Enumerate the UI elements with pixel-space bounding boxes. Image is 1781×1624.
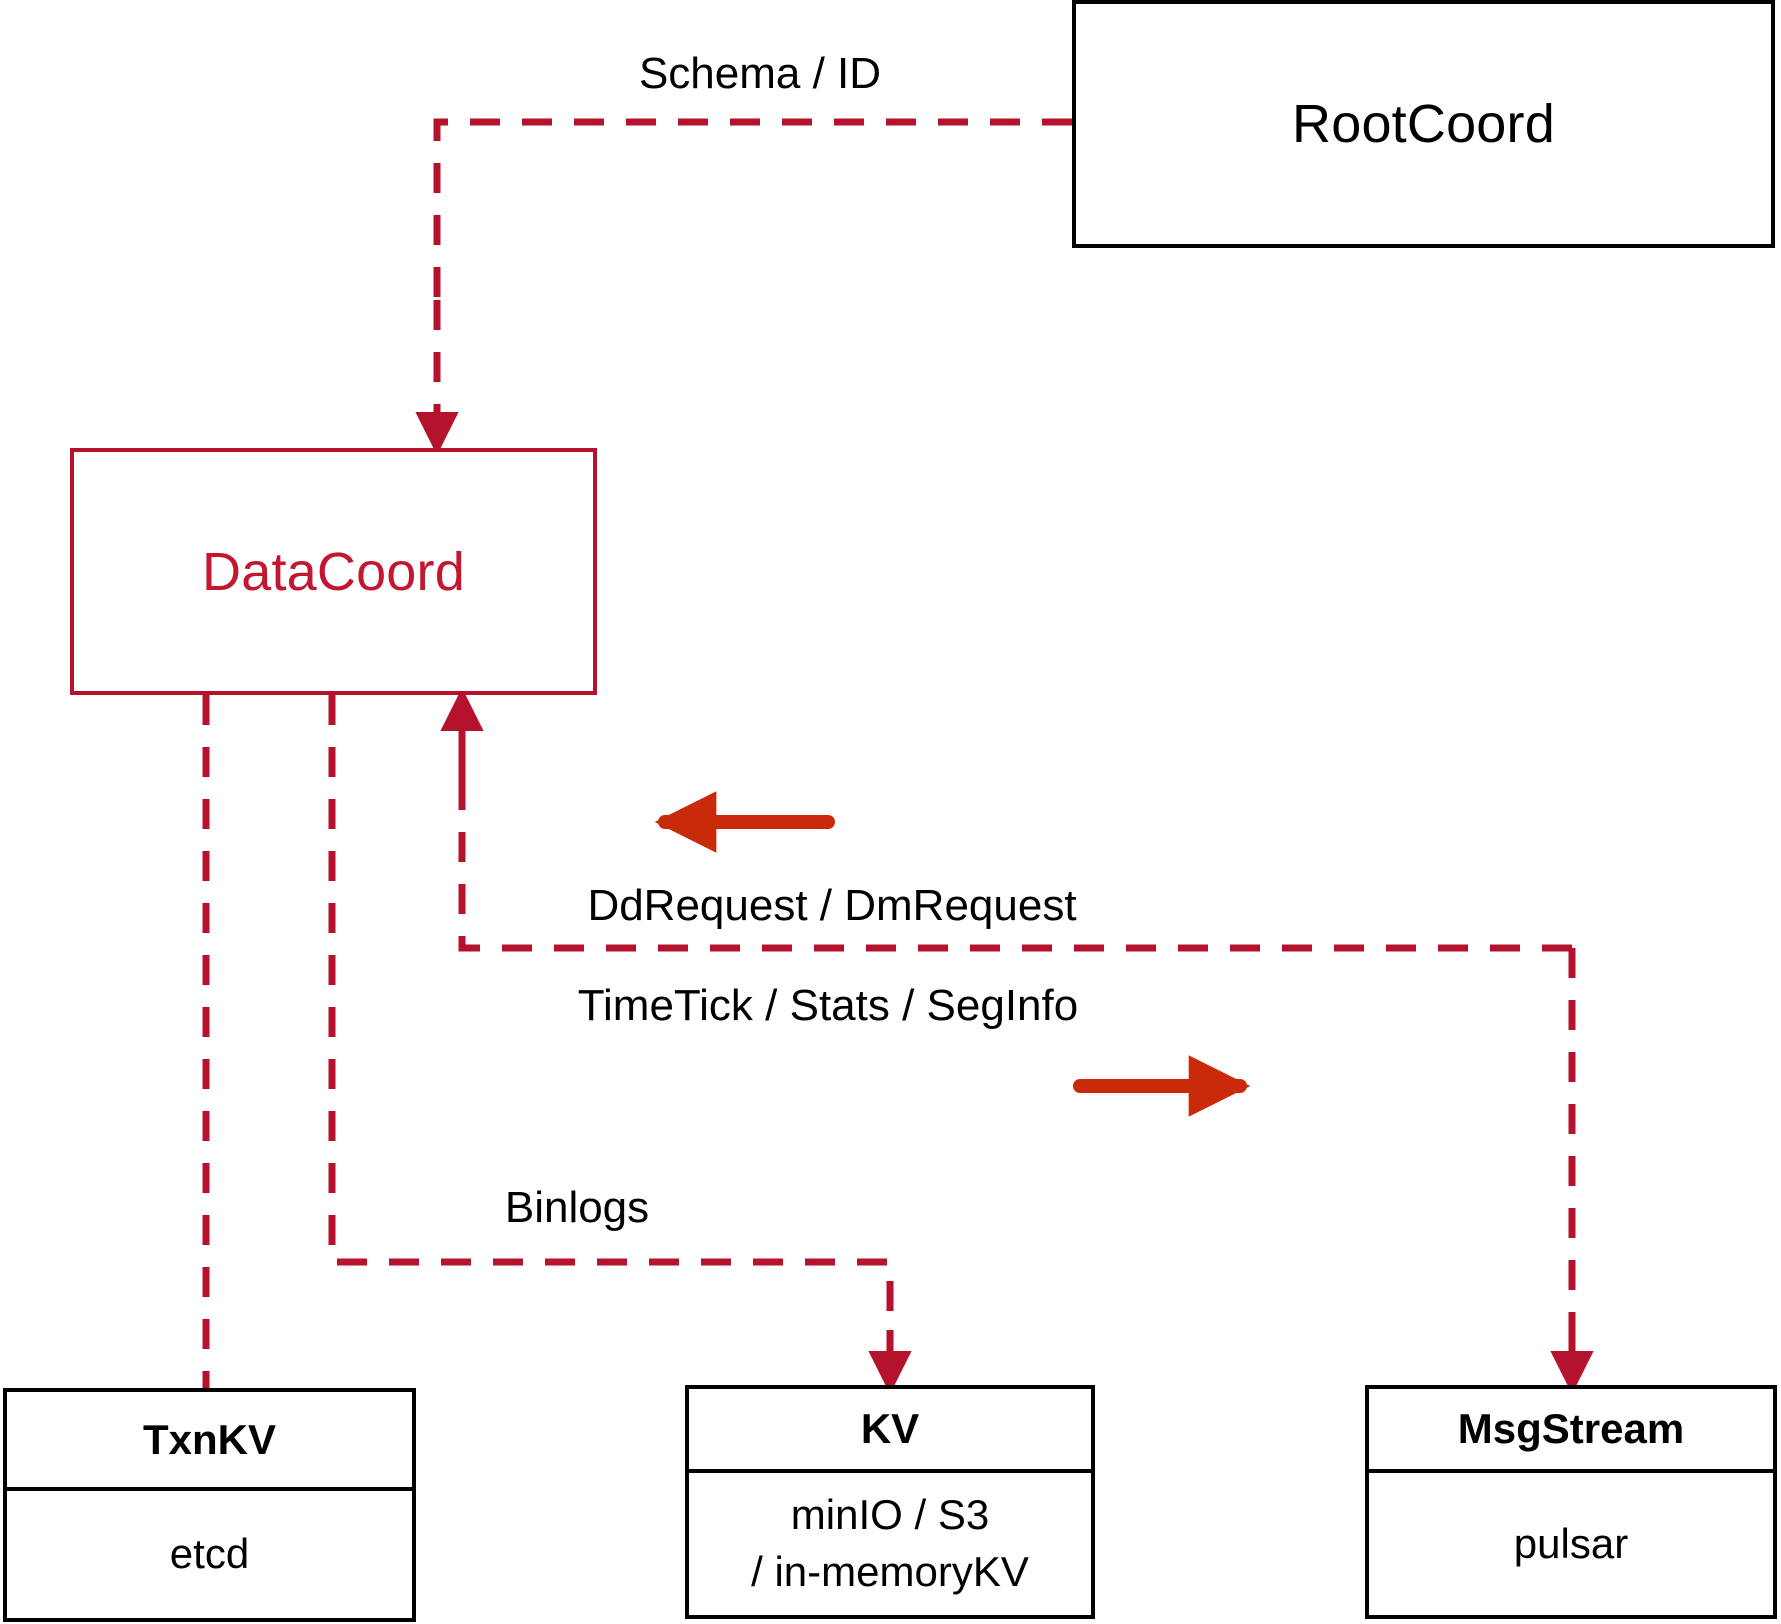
txnkv-impl-line-1: etcd: [169, 1530, 250, 1578]
kv-title: KV: [860, 1405, 920, 1452]
txnkv-title: TxnKV: [142, 1415, 276, 1463]
msgstream-impl-line-1: pulsar: [1513, 1519, 1629, 1567]
msgstream-node[interactable]: MsgStream pulsar: [1365, 1385, 1777, 1619]
txnkv-body: etcd: [7, 1491, 412, 1618]
datacoord-label: DataCoord: [202, 541, 465, 602]
txnkv-node[interactable]: TxnKV etcd: [3, 1388, 416, 1622]
rootcoord-node[interactable]: RootCoord: [1072, 0, 1775, 248]
kv-impl-line-2: / in-memoryKV: [751, 1548, 1029, 1595]
msgstream-body: pulsar: [1369, 1473, 1773, 1615]
edge-msgstream-to-datacoord: [458, 760, 1572, 952]
rootcoord-label: RootCoord: [1292, 94, 1555, 154]
edge-label-binlogs: Binlogs: [504, 1183, 650, 1232]
edge-label-timetick-stats-seginfo: TimeTick / Stats / SegInfo: [577, 981, 1079, 1030]
edge-label-dd-dm-request: DdRequest / DmRequest: [587, 881, 1077, 930]
kv-node[interactable]: KV minIO / S3 / in-memoryKV: [685, 1385, 1095, 1619]
edge-label-schema-id: Schema / ID: [638, 49, 882, 98]
datacoord-node[interactable]: DataCoord: [70, 448, 597, 695]
msgstream-title: MsgStream: [1457, 1405, 1685, 1452]
msgstream-header: MsgStream: [1369, 1389, 1773, 1473]
kv-impl-line-1: minIO / S3: [790, 1491, 990, 1539]
edge-rootcoord-to-datacoord: [433, 118, 1072, 300]
txnkv-header: TxnKV: [7, 1392, 412, 1491]
edge-datacoord-to-kv: [328, 695, 894, 1330]
kv-body: minIO / S3 / in-memoryKV: [689, 1473, 1091, 1615]
kv-header: KV: [689, 1389, 1091, 1473]
